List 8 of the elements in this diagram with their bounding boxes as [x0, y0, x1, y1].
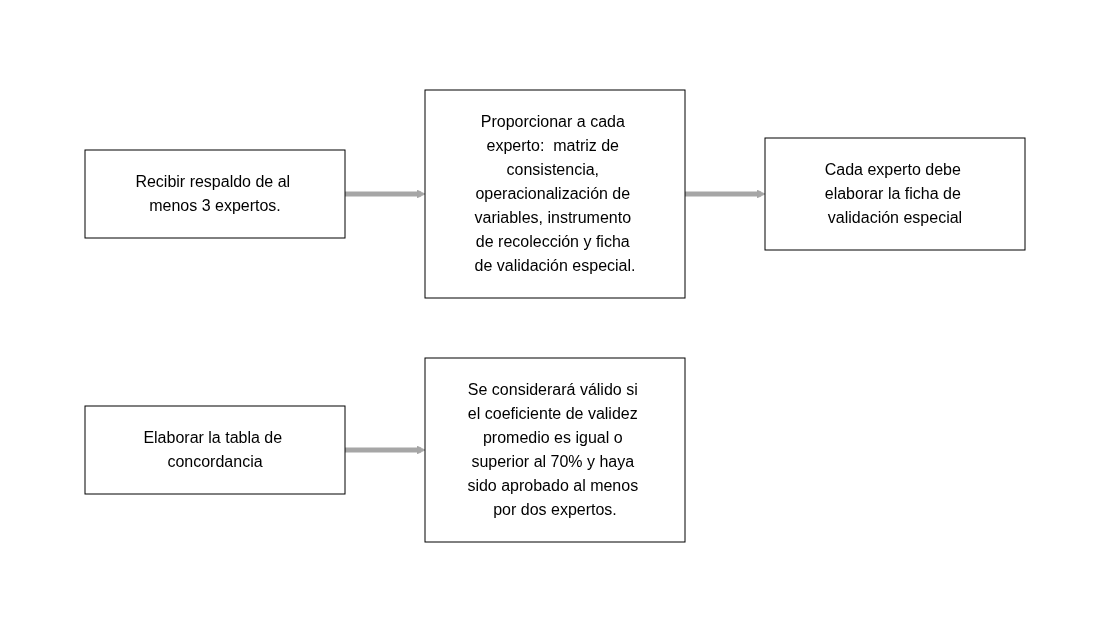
arrow — [685, 189, 766, 198]
node-box: Elaborar la tabla de concordancia — [84, 405, 346, 494]
arrow — [345, 445, 426, 454]
node-box: Proporcionar a cada experto: matriz de consistencia, operacionalización de variables, instrumento de recolección y ficha de validación especial. — [424, 89, 686, 298]
arrow — [345, 189, 426, 198]
node-box: Cada experto debe elaborar la ficha de validación especial — [764, 137, 1026, 250]
node-box: Se considerará válido si el coeficiente de validez promedio es igual o superior al 70% y haya sido aprobado al menos por dos expertos. — [424, 357, 686, 542]
node-box: Recibir respaldo de al menos 3 expertos. — [84, 149, 346, 238]
